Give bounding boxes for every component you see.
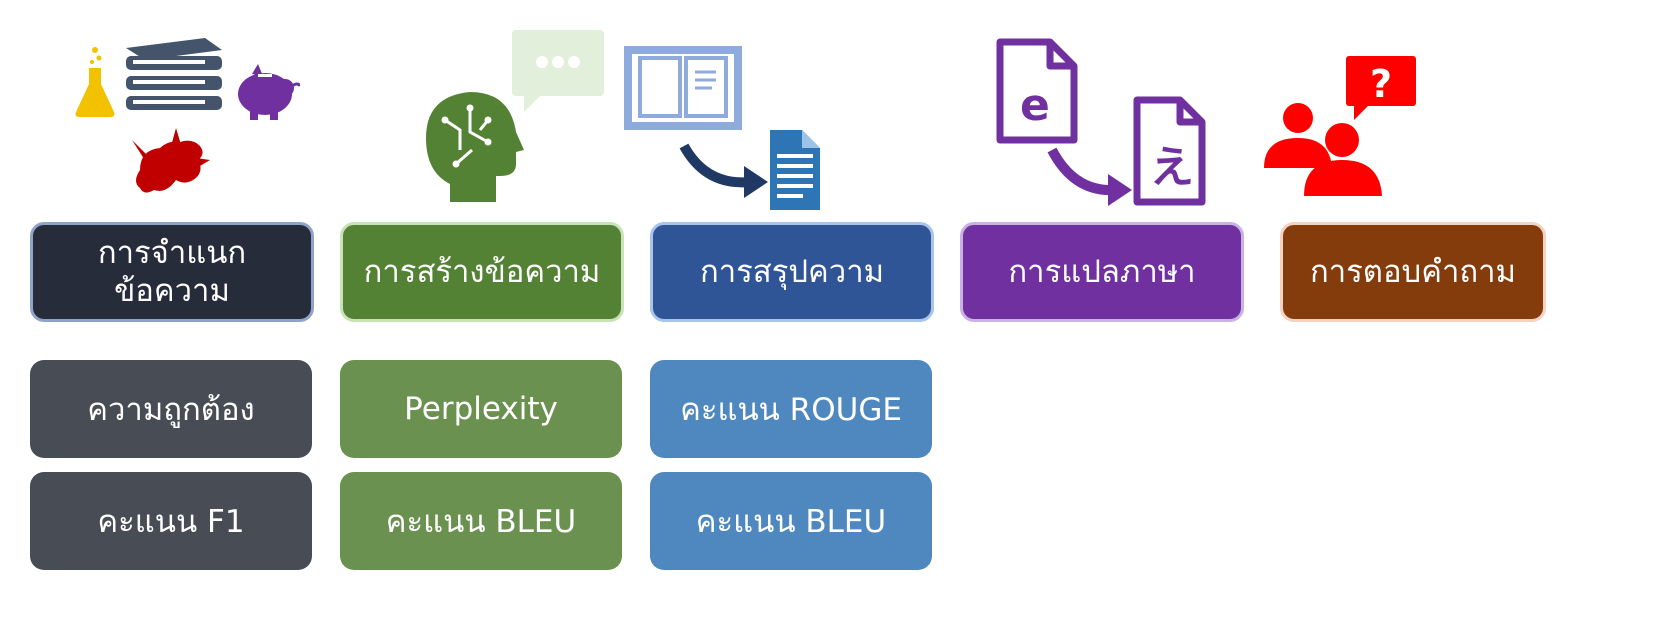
- metric-f1: คะแนน F1: [30, 472, 312, 570]
- task-summarization: การสรุปความ: [650, 222, 934, 322]
- column-generation: การสร้างข้อความ Perplexity คะแนน BLEU: [310, 0, 624, 640]
- metric-perplexity: Perplexity: [340, 360, 622, 458]
- metric-label: คะแนน BLEU: [695, 504, 887, 540]
- svg-text:え: え: [1150, 142, 1194, 193]
- open-book-icon: [624, 46, 742, 130]
- summarization-icons: [620, 0, 920, 212]
- arrow-icon: [679, 143, 768, 198]
- classification-icons: [0, 0, 300, 212]
- metric-rouge: คะแนน ROUGE: [650, 360, 932, 458]
- flask-icon: [75, 47, 115, 117]
- task-label: การสร้างข้อความ: [363, 254, 601, 290]
- qa-icons: ?: [1250, 0, 1550, 212]
- english-file-icon: e: [996, 38, 1078, 144]
- metric-label: คะแนน F1: [97, 504, 245, 540]
- arrow-icon: [1047, 147, 1132, 206]
- speech-bubble-icon: [512, 30, 604, 112]
- task-label: การแปลภาษา: [1008, 254, 1196, 290]
- metric-label: Perplexity: [404, 391, 558, 427]
- column-translation: e え การแปลภาษา: [930, 0, 1244, 640]
- column-question-answering: ? การตอบคำถาม: [1250, 0, 1550, 640]
- metric-accuracy: ความถูกต้อง: [30, 360, 312, 458]
- column-summarization: การสรุปความ คะแนน ROUGE คะแนน BLEU: [620, 0, 934, 640]
- svg-text:e: e: [1020, 80, 1050, 131]
- task-translation: การแปลภาษา: [960, 222, 1244, 322]
- task-question-answering: การตอบคำถาม: [1280, 222, 1546, 322]
- task-label: การตอบคำถาม: [1309, 254, 1516, 290]
- document-icon: [770, 130, 820, 210]
- metric-label: ความถูกต้อง: [87, 392, 255, 428]
- metric-bleu: คะแนน BLEU: [650, 472, 932, 570]
- svg-text:?: ?: [1370, 62, 1392, 106]
- people-question-icon: ?: [1264, 56, 1416, 196]
- metric-bleu: คะแนน BLEU: [340, 472, 622, 570]
- piggy-bank-icon: [238, 64, 300, 120]
- task-label: การจำแนก ข้อความ: [97, 235, 247, 309]
- brain-head-icon: [426, 92, 524, 202]
- japanese-file-icon: え: [1133, 96, 1206, 206]
- task-classification: การจำแนก ข้อความ: [30, 222, 314, 322]
- column-classification: การจำแนก ข้อความ ความถูกต้อง คะแนน F1: [0, 0, 314, 640]
- metric-label: คะแนน ROUGE: [680, 392, 902, 428]
- generation-icons: [310, 0, 610, 212]
- task-label: การสรุปความ: [699, 254, 885, 290]
- dragon-icon: [132, 128, 210, 193]
- books-icon: [126, 38, 222, 110]
- task-generation: การสร้างข้อความ: [340, 222, 624, 322]
- metric-label: คะแนน BLEU: [385, 504, 577, 540]
- translation-icons: e え: [930, 0, 1230, 212]
